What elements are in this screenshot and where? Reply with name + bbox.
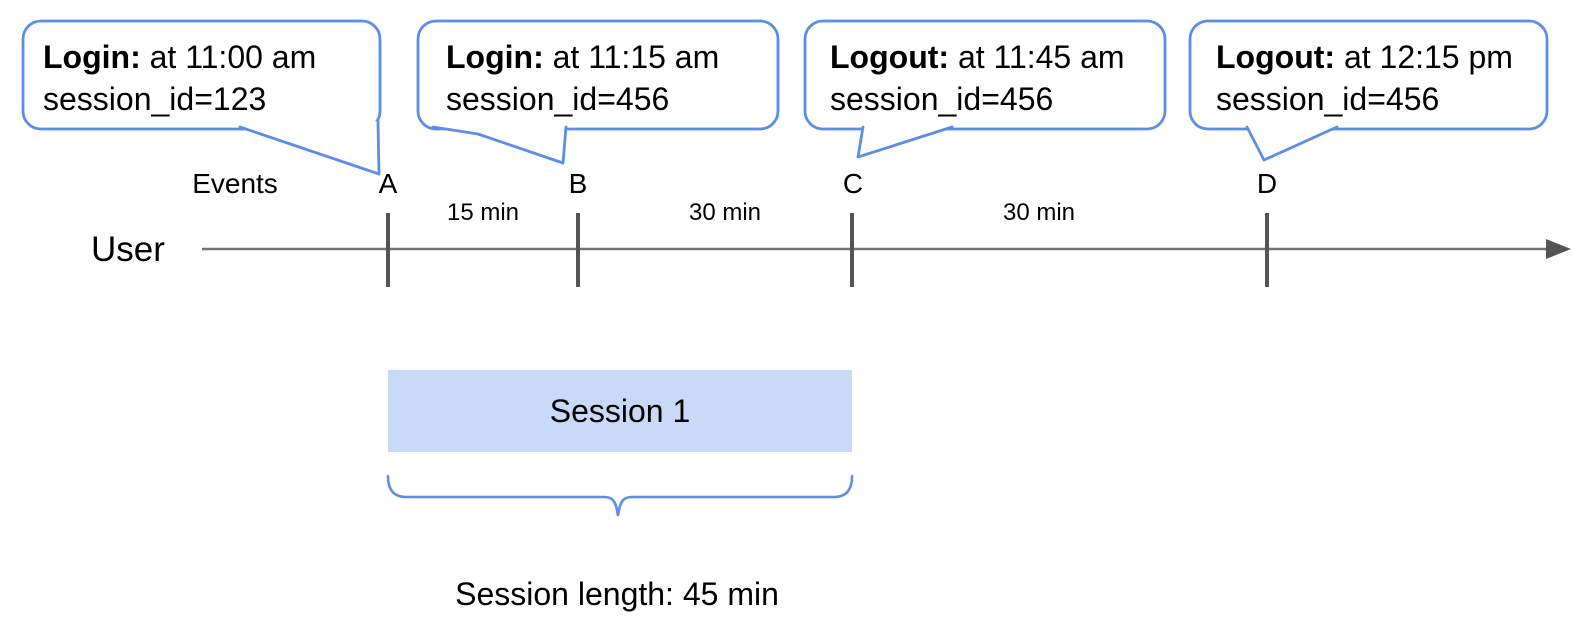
- callout-4-text: Logout: at 12:15 pm session_id=456: [1216, 36, 1513, 120]
- session-length-brace: [386, 474, 854, 517]
- callout-3-text: Logout: at 11:45 am session_id=456: [830, 36, 1125, 120]
- callout-1-bubble-shape: [21, 19, 382, 131]
- callout-2-session: session_id=456: [446, 81, 670, 117]
- callout-4-bubble-shape: [1188, 19, 1549, 131]
- callout-1-tail: [238, 119, 381, 176]
- callout-4-session: session_id=456: [1216, 81, 1440, 117]
- callout-1-session: session_id=123: [43, 81, 267, 117]
- callout-2-event: Login:: [446, 39, 544, 75]
- interval-label-3: 30 min: [1002, 199, 1076, 226]
- callout-4-time: at 12:15 pm: [1335, 39, 1513, 75]
- callout-2-time: at 11:15 am: [543, 39, 720, 75]
- callout-3-bubble-shape: [803, 19, 1167, 131]
- session-1-box: [388, 370, 852, 452]
- callout-4-line1: Logout: at 12:15 pm: [1216, 36, 1513, 78]
- callout-1-line1: Login: at 11:00 am: [43, 36, 316, 78]
- tick-label-d: D: [1256, 168, 1278, 199]
- events-label: Events: [192, 168, 278, 199]
- user-label: User: [91, 230, 165, 269]
- callout-3-session: session_id=456: [830, 81, 1054, 117]
- callout-1-text: Login: at 11:00 am session_id=123: [43, 36, 316, 120]
- callout-4-tail: [1245, 125, 1339, 162]
- tick-label-b: B: [568, 168, 588, 199]
- session-length-label: Session length: 45 min: [455, 576, 779, 612]
- callout-1-event: Login:: [43, 39, 141, 75]
- callout-3-tail: [856, 125, 954, 159]
- callout-4-event: Logout:: [1216, 39, 1336, 75]
- callout-3-line1: Logout: at 11:45 am: [830, 36, 1125, 78]
- callout-3-time: at 11:45 am: [949, 39, 1125, 75]
- callout-2-bubble-shape: [416, 19, 780, 131]
- callout-3-event: Logout:: [830, 39, 950, 75]
- session-1-label: Session 1: [549, 392, 691, 429]
- interval-label-1: 15 min: [446, 199, 520, 226]
- callout-2-tail: [431, 125, 568, 165]
- callout-1-time: at 11:00 am: [140, 39, 317, 75]
- tick-label-c: C: [842, 168, 864, 199]
- interval-label-2: 30 min: [688, 199, 762, 226]
- timeline-arrowhead-icon: [1546, 239, 1571, 259]
- tick-label-a: A: [378, 168, 398, 199]
- callout-2-text: Login: at 11:15 am session_id=456: [446, 36, 719, 120]
- callout-2-line1: Login: at 11:15 am: [446, 36, 719, 78]
